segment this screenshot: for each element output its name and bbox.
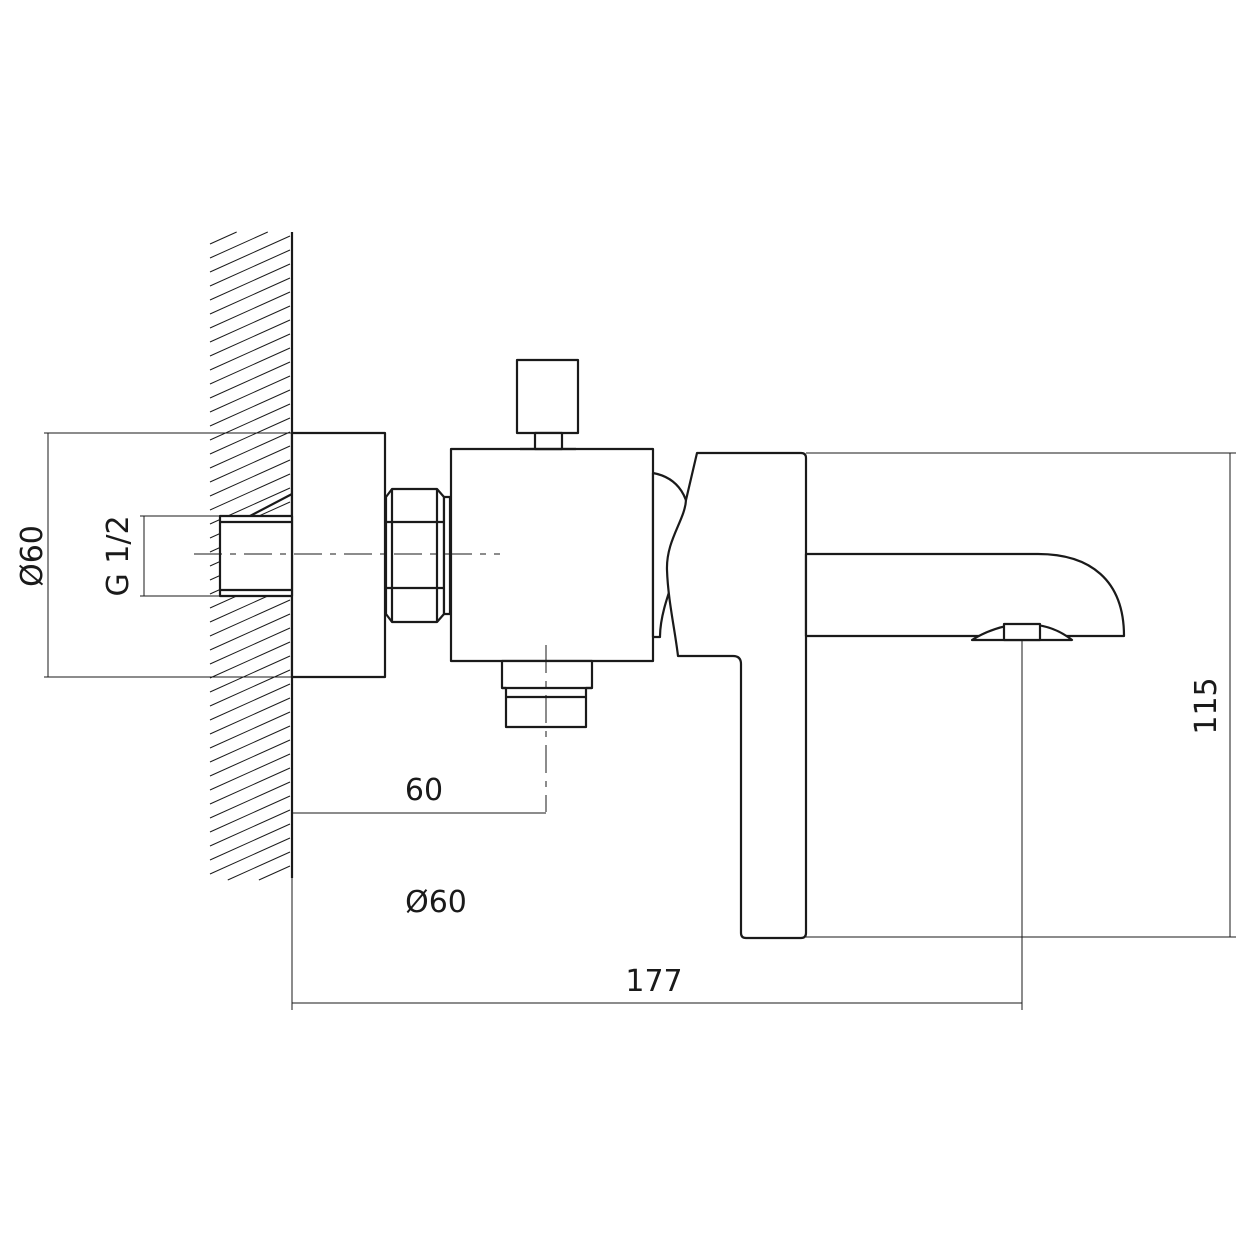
hatch-line — [209, 823, 291, 861]
pipe-taper-line — [249, 493, 293, 517]
hatch-line — [209, 305, 291, 343]
hatch-line — [209, 459, 291, 497]
valve-body — [449, 447, 655, 663]
hatch-line — [209, 767, 291, 805]
hatch-line — [209, 837, 291, 875]
hatch-line — [209, 795, 291, 833]
hex-nut — [384, 487, 452, 624]
hatch-line — [209, 231, 268, 259]
hatch-line — [209, 417, 291, 455]
hatch-line — [209, 445, 291, 483]
hatch-line — [209, 389, 291, 427]
hatch-line — [209, 291, 291, 329]
hatch-line — [209, 641, 291, 679]
projection-label: 177 — [625, 964, 682, 999]
hatch-line — [209, 697, 291, 735]
inlet-pipe — [218, 514, 294, 598]
hatch-line — [209, 739, 291, 777]
hatch-line — [209, 431, 291, 469]
hatch-line — [209, 599, 291, 637]
hatch-line — [209, 711, 291, 749]
shower-outlet — [500, 659, 594, 729]
hatch-line — [209, 333, 291, 371]
wall-flange — [290, 431, 387, 679]
hatch-line — [209, 683, 291, 721]
hatch-line — [209, 655, 291, 693]
hatch-line — [209, 753, 291, 791]
hatch-line — [209, 231, 237, 245]
hatch-line — [209, 473, 291, 511]
thread-size-label: G 1/2 — [101, 515, 136, 596]
hatch-line — [209, 669, 291, 707]
rosette-diameter-label: Ø60 — [405, 885, 467, 920]
hatch-line — [209, 809, 291, 847]
lever-handle — [651, 451, 808, 940]
hatch-line — [209, 249, 291, 287]
hatch-line — [209, 725, 291, 763]
hatch-line — [209, 403, 291, 441]
hatch-line — [209, 375, 291, 413]
hatch-line — [227, 851, 291, 881]
hatch-line — [209, 277, 291, 315]
hatch-line — [209, 627, 291, 665]
diverter-knob — [515, 358, 580, 451]
bath-spout — [804, 552, 1126, 642]
hatch-line — [209, 781, 291, 819]
hatch-line — [209, 361, 291, 399]
hatch-line — [209, 235, 291, 273]
outlet-distance-label: 60 — [405, 773, 443, 808]
height-label: 115 — [1189, 677, 1224, 734]
flange-diameter-label: Ø60 — [15, 525, 50, 587]
hatch-line — [209, 347, 291, 385]
hatch-line — [209, 263, 291, 301]
hatch-line — [258, 865, 291, 881]
hatch-line — [209, 319, 291, 357]
hatch-line — [209, 613, 291, 651]
dimension-lines — [44, 432, 1236, 1010]
